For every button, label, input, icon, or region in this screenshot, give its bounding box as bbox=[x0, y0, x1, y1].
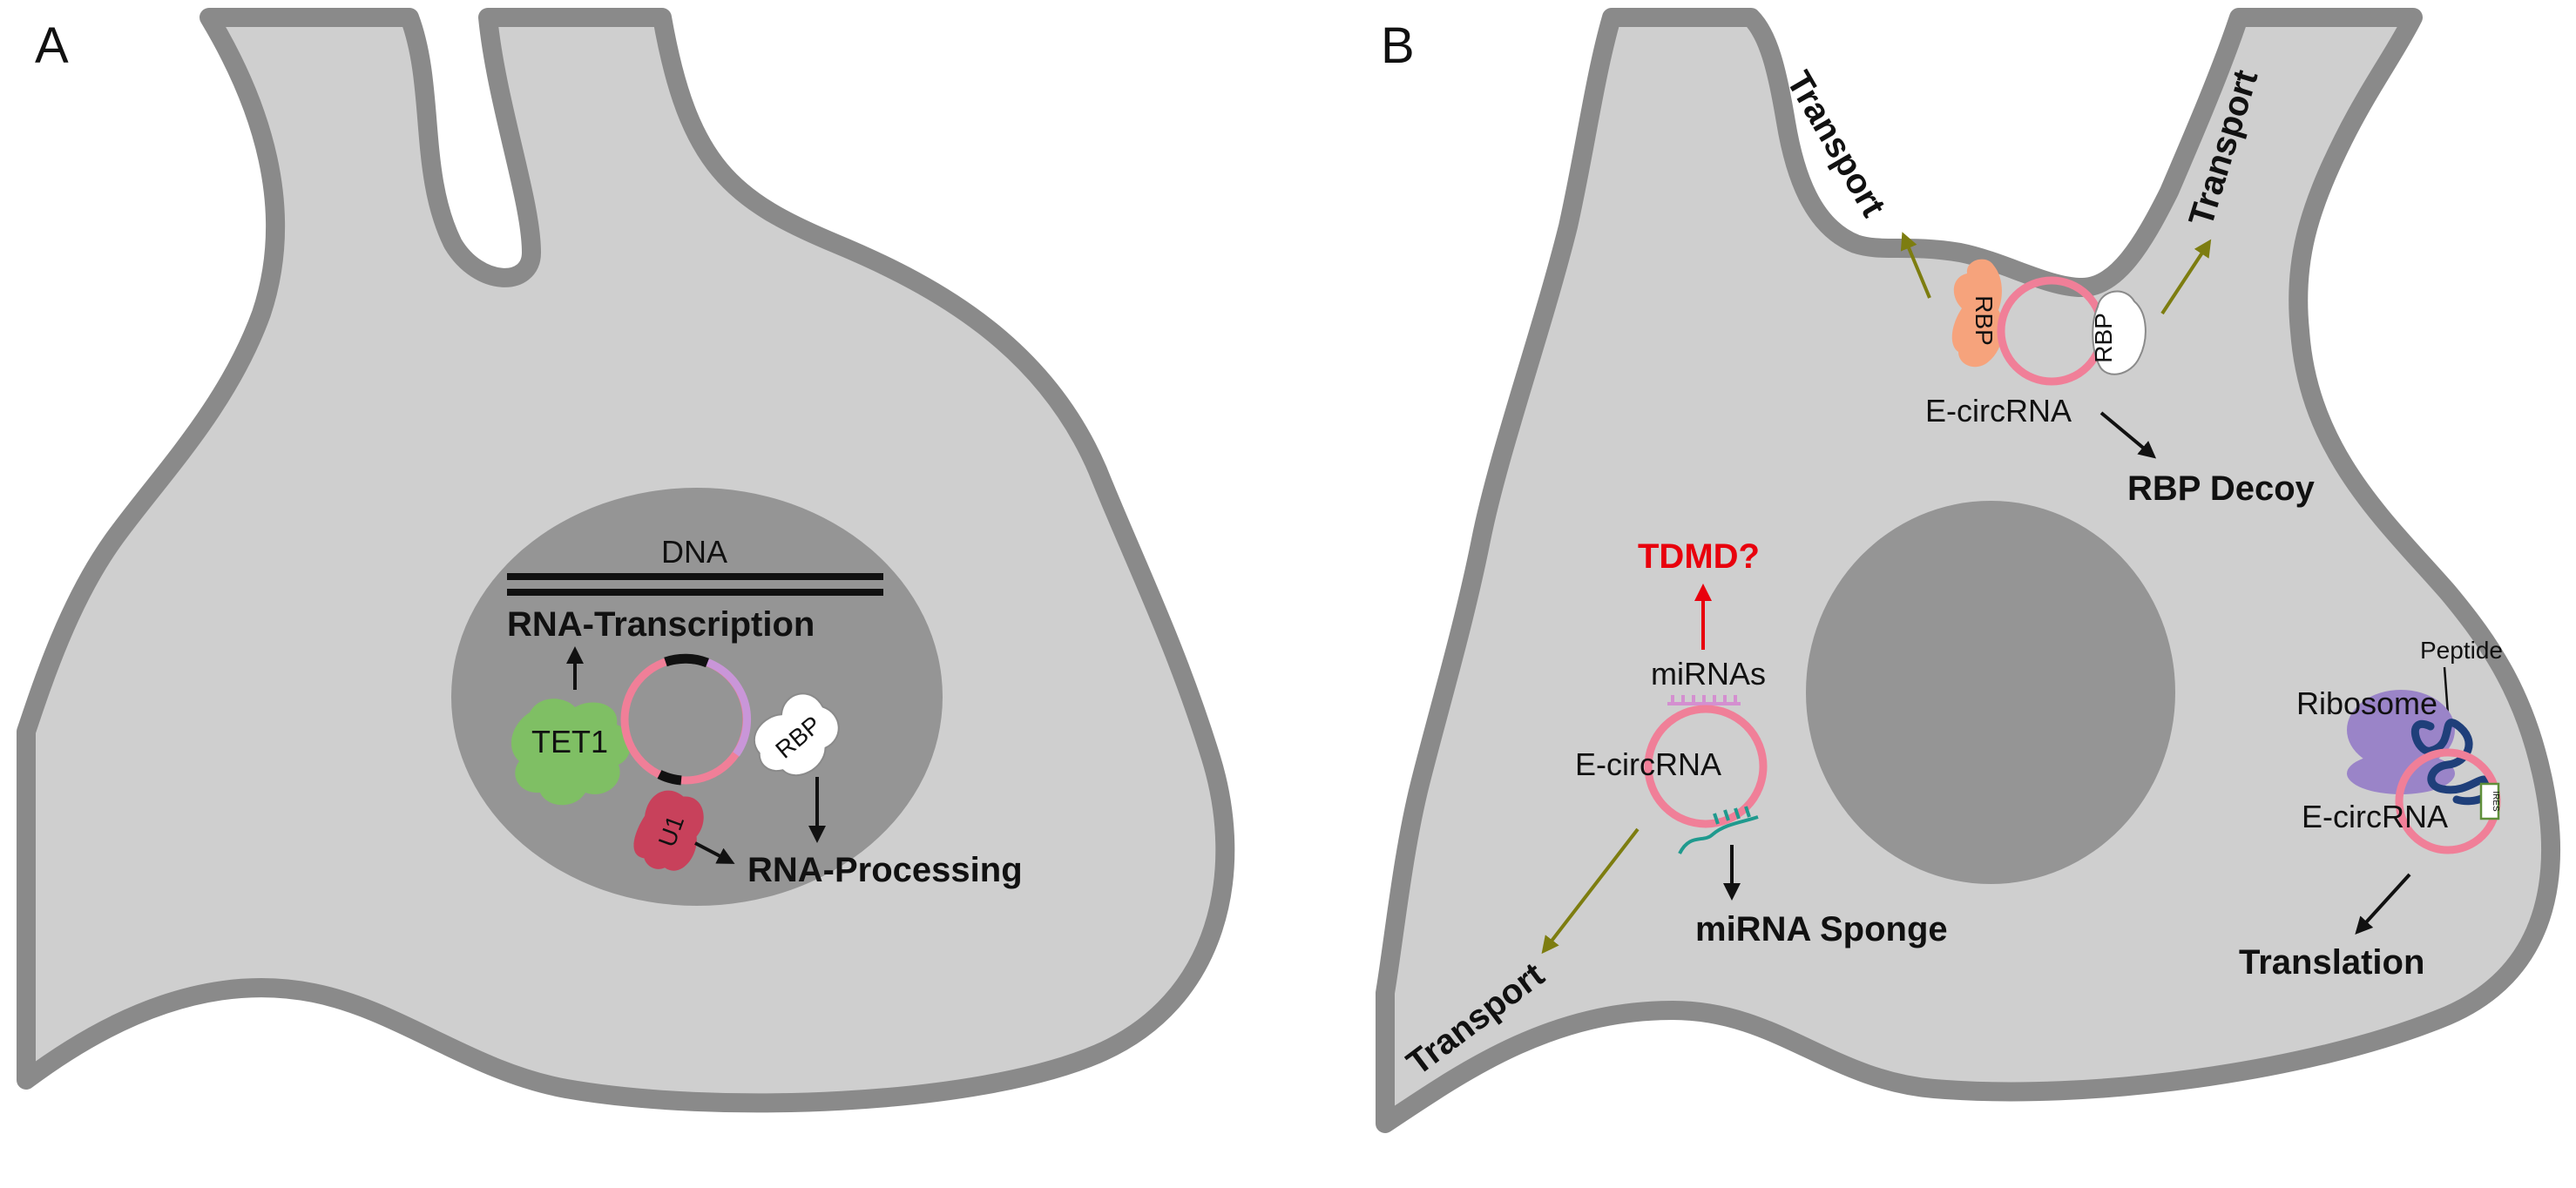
tet1-protein bbox=[510, 699, 631, 806]
rbp-white-label: RBP bbox=[2090, 313, 2117, 363]
panel-a: A DNA RNA-Transcription TET1 RBP U1 bbox=[17, 8, 1235, 1113]
translation-label: Translation bbox=[2239, 943, 2424, 982]
rbp-decoy-complex: RBP RBP bbox=[1951, 259, 2147, 386]
ires-label: IRES bbox=[2491, 791, 2500, 812]
rbp-decoy-label: RBP Decoy bbox=[2127, 469, 2316, 508]
rna-processing-label: RNA-Processing bbox=[747, 851, 1023, 889]
panel-b-letter: B bbox=[1381, 17, 1415, 74]
transport-arrow-lower bbox=[1541, 827, 1640, 955]
tet1-label: TET1 bbox=[531, 724, 608, 759]
tdmd-label: TDMD? bbox=[1638, 537, 1760, 576]
peptide-label: Peptide bbox=[2420, 637, 2503, 664]
ires-element bbox=[2479, 782, 2500, 820]
ecircrna-top-label: E-circRNA bbox=[1925, 393, 2072, 429]
ribosome-label: Ribosome bbox=[2296, 685, 2437, 721]
ecircrna-right-label: E-circRNA bbox=[2302, 799, 2448, 834]
ribosome-small-subunit bbox=[2347, 753, 2455, 794]
ecircrna-left bbox=[1644, 705, 1768, 828]
rbp-a: RBP bbox=[753, 692, 840, 777]
ecircrna-left-label: E-circRNA bbox=[1575, 746, 1721, 782]
rbp-orange bbox=[1951, 259, 2004, 368]
transport-arrow-right bbox=[2160, 239, 2212, 315]
panel-b: B Transport Transport Transport RBP RBP … bbox=[1376, 8, 2560, 1133]
rbp-white bbox=[2092, 290, 2147, 375]
mirna-teal-bound bbox=[1678, 806, 1759, 854]
mirna-sponge-label: miRNA Sponge bbox=[1695, 910, 1948, 948]
rbp-decoy-arrow bbox=[2099, 411, 2157, 459]
panel-a-letter: A bbox=[35, 17, 69, 74]
translation-arrow bbox=[2355, 873, 2411, 935]
nucleus-b bbox=[1806, 501, 2175, 884]
mirnas-label: miRNAs bbox=[1651, 656, 1766, 692]
dna-label: DNA bbox=[661, 534, 727, 570]
u1-snrnp: U1 bbox=[633, 790, 704, 871]
peptide-pointer bbox=[2443, 666, 2450, 715]
rna-transcription-label: RNA-Transcription bbox=[507, 605, 815, 644]
transport-arrow-left bbox=[1900, 232, 1931, 299]
mirna-pink-bound bbox=[1667, 695, 1741, 705]
u1-to-processing-arrow bbox=[694, 841, 735, 864]
circrna-a bbox=[620, 653, 752, 786]
rbp-orange-label: RBP bbox=[1971, 295, 1998, 346]
